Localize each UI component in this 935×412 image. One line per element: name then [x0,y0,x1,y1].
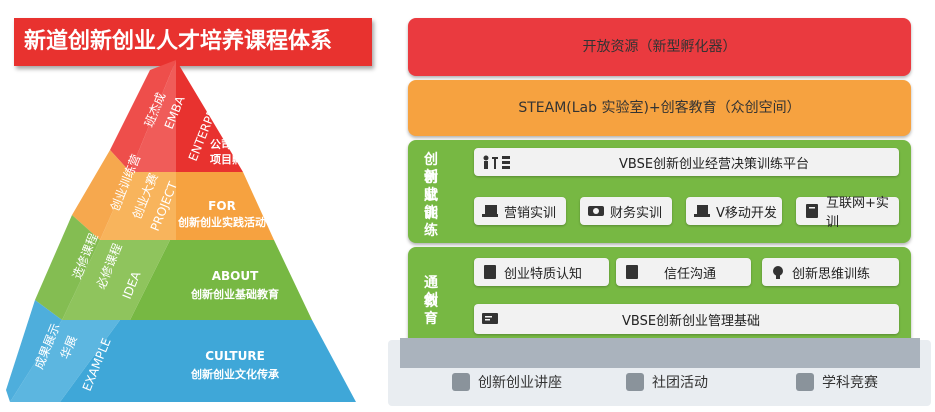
money-icon [588,204,604,218]
group2-label-2: 教育 [424,294,438,327]
card-trust-communication: 信任沟通 [616,258,751,286]
level-for-desc: 创新创业实践活动 [177,215,266,229]
card-mobile-dev-label: V移动开发 [716,205,777,221]
open-resources-bar: 开放资源（新型孵化器） [408,18,911,76]
book-icon [804,204,820,218]
level-culture-desc: 创新创业文化传承 [190,367,280,381]
bottom-item-clubs-label: 社团活动 [652,375,708,391]
bottom-item-competitions: 学科竞赛 [796,372,878,392]
platform-management-basics-label: VBSE创新创业管理基础 [622,313,761,329]
book-icon [482,265,498,279]
pyramid-diagram: IN 公司实战 项目孵化 FOR 创新创业实践活动 ABOUT 创新创业基础教育… [6,60,356,402]
level-in-code: IN [232,121,247,135]
steam-bar: STEAM(Lab 实验室)+创客教育（众创空间） [408,80,911,136]
pyramid-level-about [130,240,312,320]
pyramid-side-blue [10,320,120,402]
lightbulb-icon [770,265,786,279]
monitor-icon [482,204,498,218]
group1-label-1: 创新 [424,152,438,185]
card-marketing-label: 营销实训 [504,205,557,221]
platform-decision-training: VBSE创新创业经营决策训练平台 [474,148,899,176]
card-internet: 互联网+实训 [796,196,899,230]
pyramid-back-blue [6,300,62,402]
level-about-code: ABOUT [212,269,259,283]
cloud-icon [452,373,470,391]
laptop-icon [694,204,710,218]
bottom-item-lectures: 创新创业讲座 [452,372,562,392]
platform-decision-training-label: VBSE创新创业经营决策训练平台 [619,156,810,172]
pyramid-level-in [176,60,243,172]
book-icon [624,265,640,279]
base-platform-top [400,338,920,368]
level-about-desc: 创新创业基础教育 [190,287,279,301]
screen-icon [482,312,498,326]
level-for-code: FOR [208,199,236,213]
pyramid-side-green [62,240,170,320]
card-marketing: 营销实训 [474,197,566,225]
card-internet-label: 互联网+实训 [826,196,889,230]
card-trust-communication-label: 信任沟通 [664,266,717,282]
card-innovative-thinking-label: 创新思维训练 [792,266,871,282]
pyramid-level-culture [60,320,356,402]
pyramid-back-orange [72,150,130,240]
phone-icon [626,373,644,391]
level-culture-code: CULTURE [205,349,265,363]
card-entrepreneur-traits-label: 创业特质认知 [504,266,583,282]
group1-label-2: 创业 [424,170,438,203]
card-entrepreneur-traits: 创业特质认知 [474,258,609,286]
level-in-desc-1: 公司实战 [210,137,254,151]
card-mobile-dev: V移动开发 [686,197,782,225]
pyramid-back-red [110,60,176,172]
card-innovative-thinking: 创新思维训练 [762,258,899,286]
pyramid-level-for [176,172,274,240]
card-finance: 财务实训 [580,197,672,225]
server-icon [796,373,814,391]
platform-management-basics: VBSE创新创业管理基础 [474,304,899,334]
card-finance-label: 财务实训 [610,205,663,221]
group2-label-1: 通创 [424,275,438,308]
level-in-desc-2: 项目孵化 [210,152,254,166]
group1-label-4: 训练 [424,206,438,239]
bottom-item-lectures-label: 创新创业讲座 [478,375,562,391]
group1-label-3: 赋能 [424,188,438,221]
page-title: 新道创新创业人才培养课程体系 [14,18,372,66]
pyramid-back-green [35,215,100,320]
team-icon [482,155,510,169]
bottom-item-competitions-label: 学科竞赛 [822,375,878,391]
pyramid-side-orange [100,172,176,240]
bottom-item-clubs: 社团活动 [626,372,708,392]
